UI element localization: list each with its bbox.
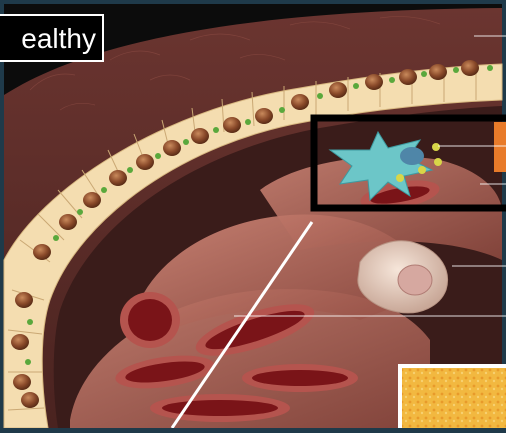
nucleus bbox=[223, 117, 241, 133]
condition-label: ealthy bbox=[0, 14, 104, 62]
junction bbox=[77, 209, 83, 215]
nucleus bbox=[163, 140, 181, 156]
junction bbox=[53, 235, 59, 241]
vessel bbox=[120, 292, 180, 348]
orange-tag bbox=[494, 122, 506, 172]
condition-label-text: ealthy bbox=[21, 22, 96, 56]
nucleus bbox=[83, 192, 101, 208]
junction bbox=[279, 107, 285, 113]
nucleus bbox=[191, 128, 209, 144]
antigen bbox=[434, 158, 442, 166]
nucleus bbox=[365, 74, 383, 90]
junction bbox=[155, 153, 161, 159]
nucleus bbox=[21, 392, 39, 408]
junction bbox=[27, 319, 33, 325]
vessel bbox=[242, 364, 358, 392]
junction bbox=[487, 65, 493, 71]
junction bbox=[421, 71, 427, 77]
junction bbox=[213, 127, 219, 133]
vessel bbox=[150, 394, 290, 422]
nucleus bbox=[291, 94, 309, 110]
antigen bbox=[418, 166, 426, 174]
junction bbox=[127, 167, 133, 173]
junction bbox=[389, 77, 395, 83]
junction bbox=[25, 359, 31, 365]
nucleus bbox=[33, 244, 51, 260]
nucleus bbox=[109, 170, 127, 186]
antigen bbox=[396, 174, 404, 182]
junction bbox=[353, 83, 359, 89]
junction bbox=[101, 187, 107, 193]
dendritic-cell-nucleus bbox=[400, 147, 424, 165]
nucleus bbox=[255, 108, 273, 124]
inset-micrograph bbox=[398, 364, 506, 428]
nucleus bbox=[461, 60, 479, 76]
nucleus bbox=[11, 334, 29, 350]
nucleus bbox=[329, 82, 347, 98]
junction bbox=[317, 93, 323, 99]
junction bbox=[453, 67, 459, 73]
nucleus bbox=[429, 64, 447, 80]
nucleus bbox=[399, 69, 417, 85]
nucleus bbox=[59, 214, 77, 230]
nucleus bbox=[136, 154, 154, 170]
junction bbox=[245, 119, 251, 125]
nucleus bbox=[13, 374, 31, 390]
antigen bbox=[432, 143, 440, 151]
junction bbox=[183, 139, 189, 145]
macrophage-nucleus bbox=[398, 265, 432, 295]
nucleus bbox=[15, 292, 33, 308]
